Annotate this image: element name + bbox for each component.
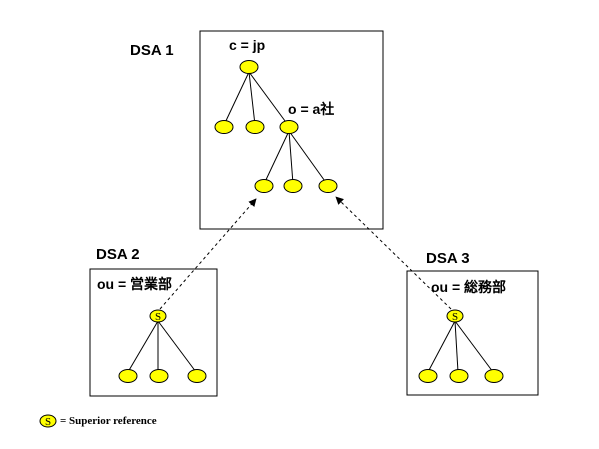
dsa1-title: DSA 1 [130,42,174,59]
tree-edge [157,320,197,373]
tree-edge [454,320,459,373]
tree-node-c-jp [239,60,259,74]
dsa1-root-label: c = jp [229,37,265,53]
dsa3-label: ou = 総務部 [431,279,506,295]
tree-edge [288,130,328,185]
legend: S = Superior reference [39,414,157,428]
tree-edge [248,71,256,126]
superior-reference-letter: S [452,311,458,323]
dsa1-edges [223,71,328,185]
legend-symbol: S [45,416,51,428]
tree-edge [127,320,159,373]
dsa2-title: DSA 2 [96,246,140,263]
tree-node [245,120,265,134]
dsa2-box [89,268,218,397]
dsa3-group: DSA 3 ou = 総務部 S [406,250,539,396]
dsa2-label: ou = 営業部 [97,276,172,292]
tree-edge [223,71,250,126]
tree-node [118,369,138,383]
dsa3-box [406,270,539,396]
superior-reference-letter: S [155,311,161,323]
tree-edge [427,320,456,373]
dsa2-edges [127,320,197,373]
dsa2-group: DSA 2 ou = 営業部 S [89,246,218,397]
dsa3-title: DSA 3 [426,250,470,267]
tree-node-o-a [279,120,299,134]
tree-edge [288,130,294,185]
tree-node [283,179,303,193]
tree-node [187,369,207,383]
tree-node [449,369,469,383]
tree-node [484,369,504,383]
tree-node [214,120,234,134]
legend-text: = Superior reference [60,415,157,427]
dsa2-reference-arrow [159,198,257,310]
dsa3-edges [427,320,494,373]
tree-node [149,369,169,383]
tree-edge [263,130,290,185]
superior-reference-node [446,309,464,323]
tree-node [318,179,338,193]
tree-node [418,369,438,383]
tree-edge [248,71,289,126]
dsa1-box [199,30,384,230]
tree-node [254,179,274,193]
tree-edge [454,320,494,373]
dsa1-node-label: o = a社 [288,101,334,117]
legend-s-ellipse-icon [39,414,57,428]
superior-reference-node [149,309,167,323]
dsa3-reference-arrow [335,196,452,310]
dsa1-group: DSA 1 c = jp o = a社 [130,30,384,230]
